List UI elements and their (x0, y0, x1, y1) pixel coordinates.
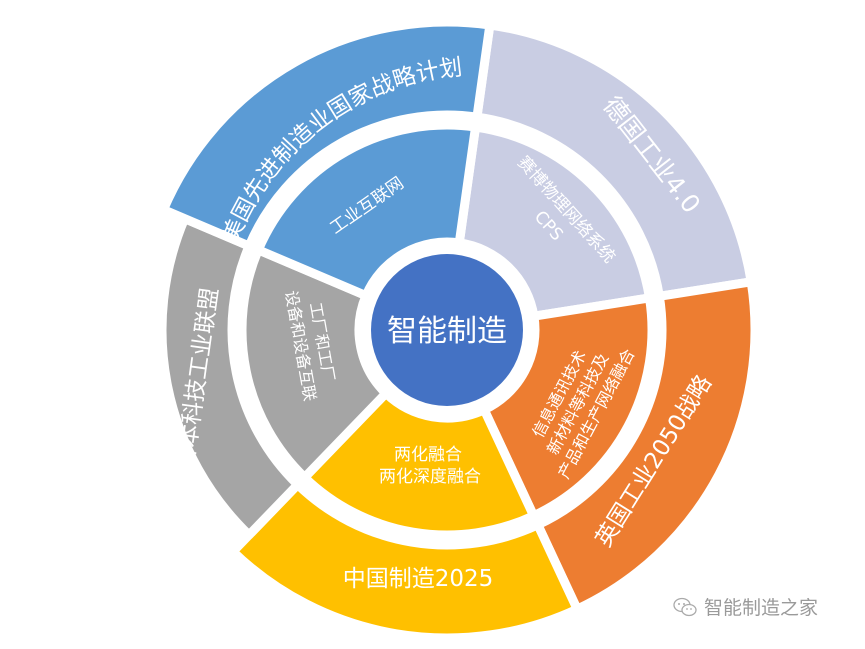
inner-label-china-1: 两化融合 (394, 445, 462, 465)
wechat-icon (673, 597, 697, 616)
inner-segment-japan (253, 120, 481, 301)
outer-segment-uk (228, 480, 582, 643)
inner-label-china-2: 两化深度融合 (379, 467, 481, 487)
watermark: 智能制造之家 (672, 593, 818, 620)
outer-segment-japan (158, 17, 495, 251)
outer-segment-germany (533, 277, 760, 614)
inner-segment-china (237, 245, 391, 482)
center-circle (371, 254, 523, 406)
inner-segment-uk (300, 388, 539, 540)
outer-label-china: 中国制造2025 (343, 566, 494, 592)
inner-segment-germany (479, 293, 657, 521)
watermark-text: 智能制造之家 (704, 597, 819, 619)
center-label: 智能制造 (387, 314, 507, 349)
inner-segment-usa (454, 122, 654, 321)
